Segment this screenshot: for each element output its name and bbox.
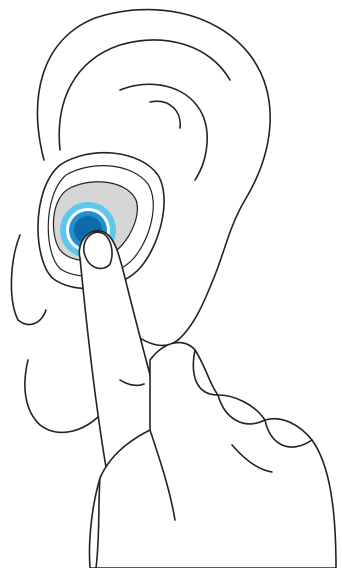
finger-icon: [79, 231, 336, 568]
ear-lobe: [25, 360, 100, 432]
ear-inner-fold: [59, 40, 230, 150]
ear-antihelix-inner: [150, 101, 180, 128]
